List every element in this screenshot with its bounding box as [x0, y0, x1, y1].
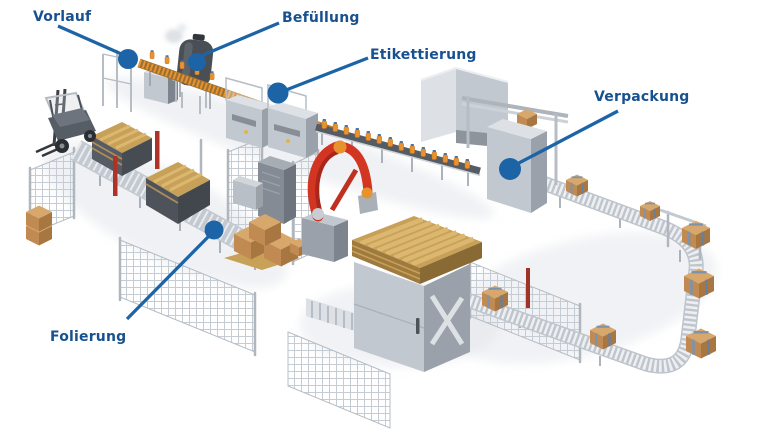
label-vorlauf: Vorlauf: [33, 9, 92, 25]
connector-verpackung: [516, 109, 619, 166]
labeling-machines: [225, 77, 318, 158]
wrap-mast: [155, 131, 160, 169]
palletizing-robot: [302, 140, 378, 262]
connector-folierung: [125, 234, 211, 321]
label-befuellung: Befüllung: [282, 10, 360, 26]
dot-vorlauf: [118, 49, 138, 69]
wrapped-pallet-2: [145, 162, 210, 224]
electrical-cabinets: [233, 156, 296, 224]
dot-folierung: [204, 220, 224, 240]
strapping-mast: [526, 268, 530, 308]
pallet-magazine: [351, 216, 482, 372]
pallet-stack: [351, 216, 482, 284]
label-folierung: Folierung: [50, 329, 127, 345]
connector-vorlauf: [57, 24, 127, 58]
gantry: [461, 96, 569, 185]
wrap-mast: [113, 156, 118, 196]
connector-etikettierung: [285, 56, 369, 92]
connector-befuellung: [202, 21, 280, 57]
steam-puff: [165, 29, 183, 43]
dot-verpackung: [499, 158, 521, 180]
slat-table: [306, 298, 358, 332]
label-etikettierung: Etikettierung: [370, 47, 477, 63]
forklift: [35, 88, 96, 158]
label-verpackung: Verpackung: [594, 89, 690, 105]
dot-befuellung: [188, 53, 206, 71]
dot-etikettierung: [267, 82, 289, 104]
annotation-layer: [57, 21, 619, 321]
box-stacks: [26, 205, 308, 270]
